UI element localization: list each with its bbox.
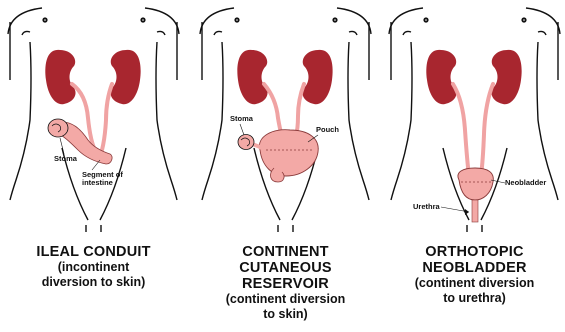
caption-subtitle-line2: diversion to skin) xyxy=(2,275,185,290)
left-kidney xyxy=(426,50,456,104)
stoma-leader-line xyxy=(60,138,64,154)
orthotopic-neobladder-caption: ORTHOTOPIC NEOBLADDER (continent diversi… xyxy=(383,244,565,306)
left-kidney xyxy=(237,50,267,104)
left-kidney xyxy=(45,50,75,104)
pouch-label: Pouch xyxy=(316,125,339,134)
nipples xyxy=(234,17,337,22)
caption-title-line1: ORTHOTOPIC xyxy=(383,244,565,260)
caption-title-line3: RESERVOIR xyxy=(194,276,377,292)
caption-subtitle-line1: (continent diversion xyxy=(194,292,377,307)
caption-subtitle-line2: to urethra) xyxy=(383,291,565,306)
right-ureter xyxy=(296,84,304,136)
stoma-label: Stoma xyxy=(230,114,254,123)
right-kidney xyxy=(302,50,332,104)
caption-subtitle-line2: to skin) xyxy=(194,307,377,322)
torso-outline xyxy=(200,8,371,232)
nipples xyxy=(42,17,145,22)
neobladder-label: Neobladder xyxy=(505,178,546,187)
left-ureter xyxy=(453,84,469,176)
right-ureter xyxy=(102,84,112,150)
torso-outline xyxy=(8,8,179,232)
urethra-label: Urethra xyxy=(413,202,441,211)
pouch xyxy=(259,130,318,176)
caption-title-line2: CUTANEOUS xyxy=(194,260,377,276)
ileal-conduit-illustration: Stoma Segment of intestine xyxy=(2,0,185,240)
urethra xyxy=(472,200,478,222)
continent-cutaneous-reservoir-illustration: Stoma Pouch xyxy=(194,0,377,240)
orthotopic-neobladder-illustration: Neobladder Urethra xyxy=(383,0,565,240)
nipples xyxy=(423,17,526,22)
stoma-leader-line xyxy=(240,124,244,135)
urethra-leader-line xyxy=(441,207,469,212)
right-ureter xyxy=(481,84,493,176)
continent-cutaneous-reservoir-caption: CONTINENT CUTANEOUS RESERVOIR (continent… xyxy=(194,244,377,322)
right-kidney xyxy=(491,50,521,104)
panel-continent-cutaneous-reservoir: Stoma Pouch CONTINENT CUTANEOUS RESERVOI… xyxy=(194,0,377,332)
ileal-conduit-caption: ILEAL CONDUIT (incontinent diversion to … xyxy=(2,244,185,290)
stoma-icon xyxy=(238,135,254,150)
caption-title-line1: CONTINENT xyxy=(194,244,377,260)
right-kidney xyxy=(110,50,140,104)
stoma-icon xyxy=(48,119,68,137)
panel-orthotopic-neobladder: Neobladder Urethra ORTHOTOPIC NEOBLADDER… xyxy=(383,0,565,332)
stoma-label: Stoma xyxy=(54,154,78,163)
neobladder xyxy=(458,168,493,200)
caption-subtitle-line1: (incontinent xyxy=(2,260,185,275)
urethra-arrowhead-icon xyxy=(465,209,469,215)
panel-ileal-conduit: Stoma Segment of intestine ILEAL CONDUIT… xyxy=(2,0,185,332)
caption-subtitle-line1: (continent diversion xyxy=(383,276,565,291)
segment-label-line2: intestine xyxy=(82,178,113,187)
caption-title-line2: NEOBLADDER xyxy=(383,260,565,276)
caption-title: ILEAL CONDUIT xyxy=(2,244,185,260)
